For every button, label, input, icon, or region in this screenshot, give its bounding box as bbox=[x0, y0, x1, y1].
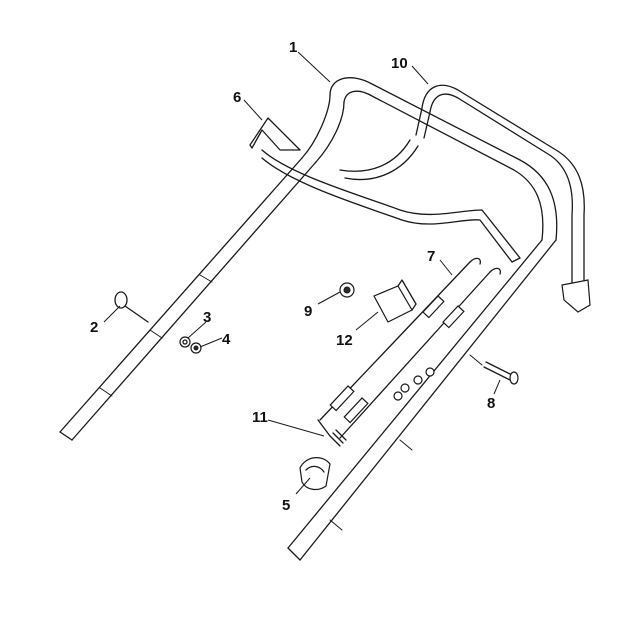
callout-8: 8 bbox=[487, 395, 495, 412]
cable-washers-part[interactable] bbox=[393, 367, 435, 401]
callout-10: 10 bbox=[391, 55, 408, 72]
cable-spring-part[interactable] bbox=[317, 419, 347, 447]
cable-guide-loop-part[interactable] bbox=[249, 117, 521, 263]
callout-1: 1 bbox=[289, 39, 297, 56]
cable-clip-block-part[interactable] bbox=[373, 279, 417, 323]
callout-9: 9 bbox=[304, 303, 312, 320]
cable-assembly-part[interactable] bbox=[319, 257, 502, 439]
nut-part[interactable] bbox=[190, 342, 202, 354]
callout-12: 12 bbox=[336, 332, 353, 349]
drive-bail-part[interactable] bbox=[415, 84, 591, 313]
callout-3: 3 bbox=[203, 309, 211, 326]
callout-7: 7 bbox=[427, 248, 435, 265]
leader-lines bbox=[103, 51, 501, 495]
bolt-part[interactable] bbox=[483, 361, 519, 385]
callout-5: 5 bbox=[282, 497, 290, 514]
callout-2: 2 bbox=[90, 319, 98, 336]
handle-bar-part[interactable] bbox=[59, 77, 558, 561]
small-nut-part[interactable] bbox=[339, 282, 355, 298]
callout-6: 6 bbox=[233, 89, 241, 106]
handle-pin-part[interactable] bbox=[114, 291, 149, 323]
washer-part[interactable] bbox=[179, 336, 191, 348]
callout-4: 4 bbox=[222, 331, 231, 348]
callout-11: 11 bbox=[252, 409, 268, 426]
